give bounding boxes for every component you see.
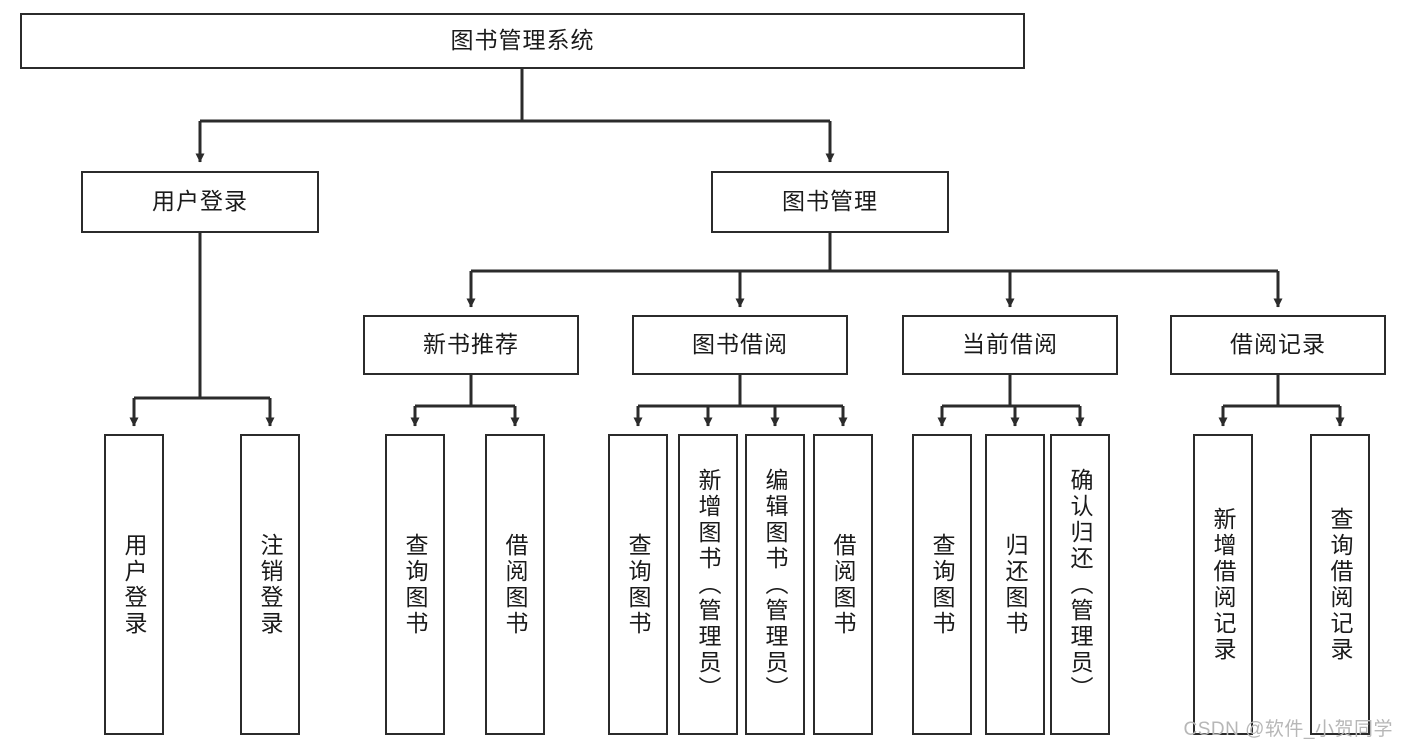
leaf-current-return-book[interactable]: 归还图书 [985,434,1045,735]
node-label: 新增借阅记录 [1210,506,1236,663]
node-label: 图书借阅 [692,331,788,358]
leaf-borrow-edit-book-admin[interactable]: 编辑图书（管理员） [745,434,805,735]
node-borrow-record[interactable]: 借阅记录 [1170,315,1386,375]
node-label: 查询图书 [929,532,955,637]
leaf-borrow-query-book[interactable]: 查询图书 [608,434,668,735]
node-new-book-recommend[interactable]: 新书推荐 [363,315,579,375]
leaf-user-login[interactable]: 用户登录 [104,434,164,735]
leaf-current-query-book[interactable]: 查询图书 [912,434,972,735]
leaf-borrow-lend-book[interactable]: 借阅图书 [813,434,873,735]
node-label: 确认归还（管理员） [1067,467,1093,702]
node-label: 查询图书 [402,532,428,637]
leaf-record-add[interactable]: 新增借阅记录 [1193,434,1253,735]
node-label: 注销登录 [257,532,283,637]
watermark-text: CSDN @软件_小贺同学 [1183,719,1393,740]
node-label: 新书推荐 [423,331,519,358]
node-label: 新增图书（管理员） [695,467,721,702]
node-user-login-module[interactable]: 用户登录 [81,171,319,233]
leaf-new-query-book[interactable]: 查询图书 [385,434,445,735]
leaf-user-logout[interactable]: 注销登录 [240,434,300,735]
leaf-new-borrow-book[interactable]: 借阅图书 [485,434,545,735]
node-label: 图书管理 [782,188,878,215]
node-label: 当前借阅 [962,331,1058,358]
node-label: 借阅记录 [1230,331,1326,358]
node-label: 图书管理系统 [450,27,595,54]
leaf-borrow-add-book-admin[interactable]: 新增图书（管理员） [678,434,738,735]
node-label: 用户登录 [121,532,147,637]
node-label: 查询借阅记录 [1327,506,1353,663]
leaf-current-confirm-return-admin[interactable]: 确认归还（管理员） [1050,434,1110,735]
node-label: 编辑图书（管理员） [762,467,788,702]
node-book-management-module[interactable]: 图书管理 [711,171,949,233]
node-label: 借阅图书 [830,532,856,637]
node-label: 借阅图书 [502,532,528,637]
node-label: 用户登录 [152,188,248,215]
node-label: 归还图书 [1002,532,1028,637]
node-label: 查询图书 [625,532,651,637]
node-root-system[interactable]: 图书管理系统 [20,13,1025,69]
node-current-borrow[interactable]: 当前借阅 [902,315,1118,375]
leaf-record-query[interactable]: 查询借阅记录 [1310,434,1370,735]
node-book-borrow[interactable]: 图书借阅 [632,315,848,375]
